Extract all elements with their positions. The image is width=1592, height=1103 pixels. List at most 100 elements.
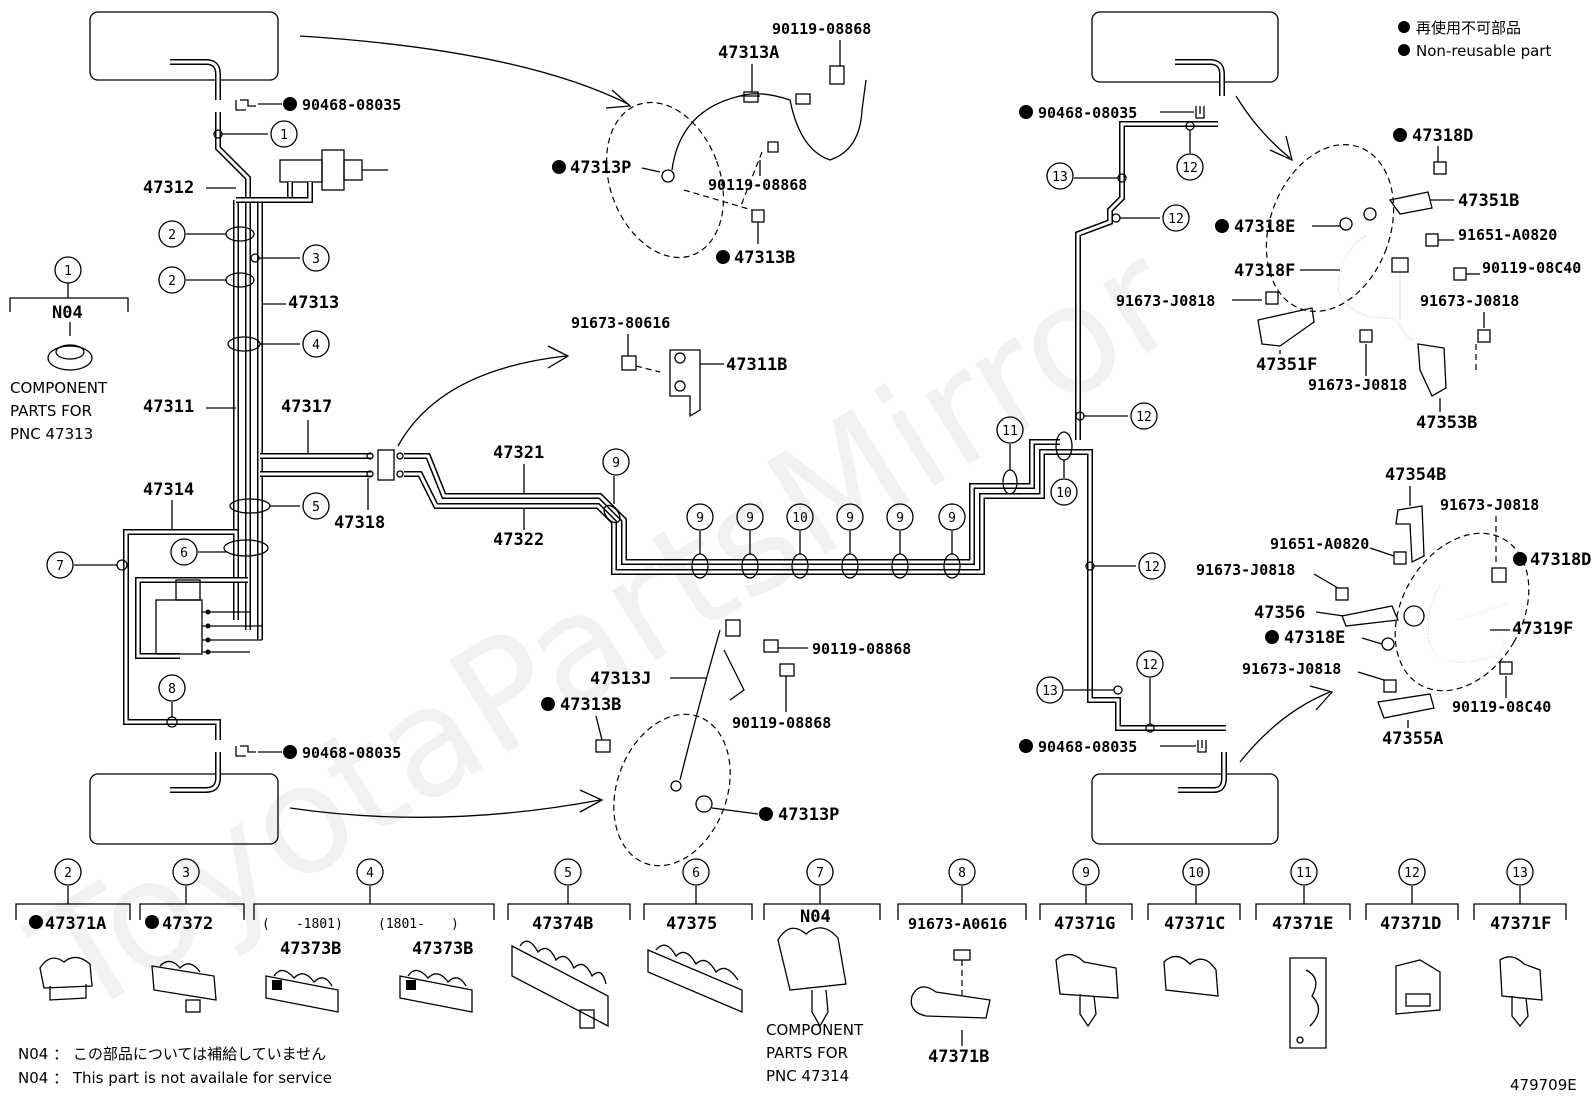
callout-12: 12: [1142, 658, 1158, 673]
diagram-code: 479709E: [1510, 1076, 1577, 1094]
nonreusable-dot-icon: [1393, 128, 1407, 142]
label-91651-br: 91651-A0820: [1270, 535, 1369, 553]
label-47318E: 47318E: [1234, 217, 1295, 237]
clamp-part-47371A: 47371A: [45, 914, 106, 934]
top-right-body-box: [1091, 11, 1279, 83]
label-90119-a: 90119-08868: [772, 20, 871, 38]
label-47313J: 47313J: [590, 669, 651, 689]
clamp-circle-6: 6: [692, 866, 700, 881]
label-90119-08C40-br: 90119-08C40: [1452, 698, 1551, 716]
label-91673-J0818-a: 91673-J0818: [1116, 292, 1215, 310]
clamp-parts-row: 2 3 4 5 6 7 8 9 10 11 12 13 473: [15, 858, 1567, 1085]
clamp-icon-9: [1055, 953, 1119, 1028]
callout-3: 3: [312, 252, 320, 267]
callout-8: 8: [168, 682, 176, 697]
nonreusable-dot-icon: [541, 697, 555, 711]
footer-note-en: N04 ： This part is not availale for serv…: [18, 1069, 332, 1087]
detail-middle: 91673-80616 47311B: [571, 314, 787, 418]
callout-9: 9: [948, 511, 956, 526]
callout-4: 4: [312, 338, 320, 353]
clamp-icon-11: [1289, 957, 1327, 1049]
clamp-icon-5: [511, 940, 609, 1029]
clamp-date-1: ( -1801): [262, 917, 343, 932]
top-left-body-box: [89, 11, 279, 81]
clamp-circle-12: 12: [1404, 866, 1420, 881]
clamp-circle-3: 3: [182, 866, 190, 881]
nonreusable-dot-icon: [1019, 739, 1033, 753]
right-brake-lines: [1002, 121, 1226, 733]
label-47354B: 47354B: [1385, 465, 1446, 485]
left-panel-circle: 1: [64, 264, 72, 279]
callout-2b: 2: [168, 274, 176, 289]
label-47313B: 47313B: [734, 248, 795, 268]
clamp-part-47371D: 47371D: [1380, 914, 1441, 934]
clamp-caption-2: PARTS FOR: [766, 1044, 848, 1062]
clamp-circle-10: 10: [1188, 866, 1204, 881]
arrows: [289, 35, 1334, 818]
clamp-date-2: (1801- ): [378, 917, 459, 932]
main-part-labels: 47312 47313 47311 47317 47314 47318 4732…: [143, 96, 1196, 762]
clamp-circle-2: 2: [64, 866, 72, 881]
clamp-part-47371F: 47371F: [1490, 914, 1551, 934]
callout-13: 13: [1042, 684, 1058, 699]
bottom-left-body-box: [89, 773, 279, 845]
label-90468-bottom-right: 90468-08035: [1038, 738, 1137, 756]
nonreusable-dot-icon: [145, 915, 159, 929]
clamp-circle-4: 4: [366, 866, 374, 881]
label-91673-80616: 91673-80616: [571, 314, 670, 332]
callout-9: 9: [696, 511, 704, 526]
label-90119-bottom-a: 90119-08868: [812, 640, 911, 658]
label-47322: 47322: [493, 530, 544, 550]
legend: 再使用不可部品 Non-reusable part: [1398, 19, 1551, 60]
callouts: 1 2 2 3 4 5 6 7 8 9 9 9: [46, 120, 1204, 724]
clamp-part-47371B: 47371B: [928, 1047, 989, 1067]
legend-jp: 再使用不可部品: [1416, 19, 1521, 37]
clamp-circle-9: 9: [1082, 866, 1090, 881]
label-91673-J0818-br-b: 91673-J0818: [1196, 561, 1295, 579]
callout-9: 9: [746, 511, 754, 526]
label-47313P: 47313P: [570, 158, 631, 178]
clamp-icon-7: [777, 927, 847, 1028]
label-90119-bottom-b: 90119-08868: [732, 714, 831, 732]
left-panel-caption-2: PARTS FOR: [10, 402, 92, 420]
junction-block: [377, 449, 395, 481]
clamp-part-47371G: 47371G: [1054, 914, 1115, 934]
label-91651-top: 91651-A0820: [1458, 226, 1557, 244]
nonreusable-dot-icon: [1019, 105, 1033, 119]
nonreusable-dot-icon: [716, 250, 730, 264]
valve-body: [279, 159, 323, 183]
clamp-icon-6: [647, 944, 743, 1013]
clamp-part-N04: N04: [800, 907, 831, 927]
label-90468-top-right: 90468-08035: [1038, 104, 1137, 122]
label-47311B: 47311B: [726, 355, 787, 375]
bottom-right-hose: [1178, 752, 1227, 793]
callout-9: 9: [896, 511, 904, 526]
detail-bottom-right: 47354B 91673-J0818 91651-A0820 47318D 91…: [1196, 465, 1591, 749]
grommet-icon: [47, 345, 93, 371]
callout-10: 10: [792, 511, 808, 526]
label-47318: 47318: [334, 513, 385, 533]
bottom-right-body-box: [1091, 773, 1279, 845]
left-panel-caption-1: COMPONENT: [10, 379, 108, 397]
callout-13: 13: [1052, 170, 1068, 185]
callout-12: 12: [1182, 161, 1198, 176]
label-47321: 47321: [493, 443, 544, 463]
nonreusable-dot-icon: [1513, 552, 1527, 566]
top-right-hose: [1175, 59, 1225, 96]
callout-10b: 10: [1056, 486, 1072, 501]
left-component-panel: 1 N04 COMPONENT PARTS FOR PNC 47313: [9, 256, 129, 443]
clamp-icon-8: [910, 949, 991, 1046]
label-90119-b: 90119-08868: [708, 176, 807, 194]
label-91673-J0818-br-a: 91673-J0818: [1440, 496, 1539, 514]
top-left-hose: [170, 59, 221, 100]
nonreusable-dot-icon: [759, 807, 773, 821]
label-47318F: 47318F: [1234, 261, 1295, 281]
nonreusable-dot-icon: [1215, 219, 1229, 233]
detail-bottom-left: 90119-08868 47313J 47313B 90119-08868 47…: [541, 619, 911, 867]
label-47355A: 47355A: [1382, 729, 1443, 749]
label-90119-08C40-top: 90119-08C40: [1482, 259, 1581, 277]
label-91673-J0818-br-c: 91673-J0818: [1242, 660, 1341, 678]
callout-12: 12: [1168, 212, 1184, 227]
callout-9: 9: [846, 511, 854, 526]
detail-top-left: 90119-08868 47313A 47313P 90119-08868 47…: [552, 20, 871, 268]
